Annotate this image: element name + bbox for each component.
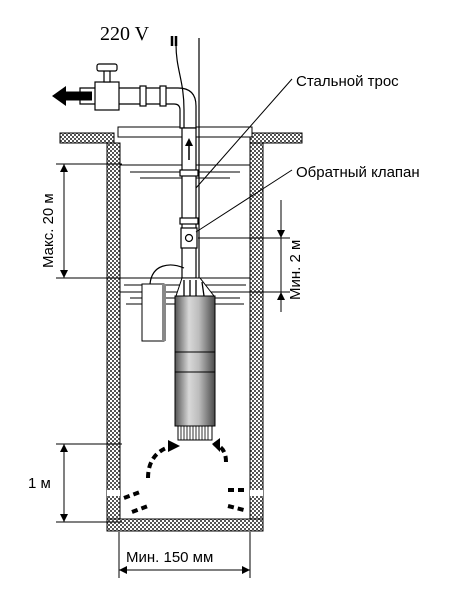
check-valve-label: Обратный клапан <box>296 164 420 181</box>
intake-arrow-head-right <box>212 438 220 452</box>
max-depth-label: Макс. 20 м <box>40 193 57 268</box>
voltage-label: 220 V <box>100 23 150 45</box>
dimension-arrowheads <box>60 164 285 574</box>
check-valve-leader <box>195 169 293 233</box>
plug-icon <box>170 36 178 46</box>
power-cable <box>175 43 185 128</box>
bottom-clearance-label: 1 м <box>28 475 51 492</box>
steel-cable-leader <box>195 78 293 189</box>
flow-up-arrow-head <box>185 138 193 146</box>
ground-surface <box>59 126 303 144</box>
dimension-lines <box>56 163 290 578</box>
discharge-pipe <box>79 63 197 129</box>
min-diameter-label: Мин. 150 мм <box>126 549 213 566</box>
intake-arrow-head-left <box>168 440 180 452</box>
submersible-pump <box>141 264 216 441</box>
steel-cable-label: Стальной трос <box>296 73 399 90</box>
min-submersion-label: Мин. 2 м <box>287 240 304 300</box>
intake-flow-arrows <box>123 442 245 514</box>
outflow-arrow-icon <box>52 86 66 106</box>
well-casing <box>106 142 264 532</box>
